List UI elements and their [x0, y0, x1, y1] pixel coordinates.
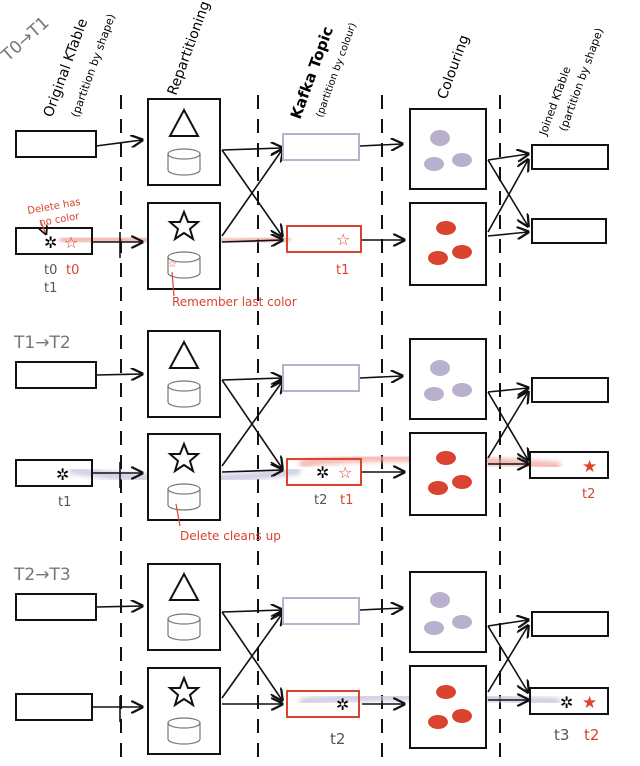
colouring-box-purple [409, 571, 487, 653]
star-delete-icon: ✲ [56, 465, 69, 484]
purple-blob [452, 383, 472, 397]
repartition-box-triangle [147, 330, 221, 418]
topic-box-purple [282, 364, 360, 392]
red-blob [436, 685, 456, 699]
purple-blob [424, 157, 444, 171]
annotation-remember-last-color: Remember last color [172, 295, 297, 309]
star-delete-icon: ✲ [560, 693, 573, 712]
stage-separators [120, 95, 501, 762]
repartition-box-triangle [147, 98, 221, 186]
colouring-box-red [409, 202, 487, 286]
phase-label-3: T2→T3 [13, 565, 71, 585]
output-box-top [531, 377, 609, 403]
phase-label-1: T0→T1 [0, 13, 53, 66]
timestamp: t2 [584, 726, 599, 744]
star-red-filled-icon: ★ [582, 457, 597, 477]
star-red-outline-icon: ☆ [336, 230, 350, 249]
red-blob [452, 475, 472, 489]
output-box-bottom [531, 218, 607, 244]
input-box-top [15, 130, 97, 158]
purple-blob [430, 130, 450, 146]
topic-box-purple [282, 597, 360, 625]
colouring-box-red [409, 665, 487, 749]
input-box-top [15, 361, 97, 389]
timestamp: t1 [336, 263, 349, 278]
header-repartitioning: Repartitioning [165, 0, 214, 97]
header-colouring: Colouring [435, 33, 473, 102]
repartition-box-star [147, 202, 221, 290]
topic-box-red [286, 225, 362, 253]
red-blob [436, 221, 456, 235]
output-box-top [531, 144, 609, 170]
repartition-box-star [147, 667, 221, 755]
output-box-top [531, 611, 609, 637]
red-blob [452, 245, 472, 259]
purple-blob [424, 621, 444, 635]
purple-blob [430, 592, 450, 608]
star-delete-icon: ✲ [336, 695, 349, 714]
timestamp: t2 [314, 493, 327, 508]
repartition-box-triangle [147, 563, 221, 651]
star-red-outline-icon: ☆ [168, 259, 177, 270]
timestamp: t2 [330, 730, 345, 748]
colouring-box-red [409, 432, 487, 516]
colouring-box-purple [409, 108, 487, 190]
red-blob [428, 251, 448, 265]
purple-blob [452, 153, 472, 167]
colouring-box-purple [409, 338, 487, 420]
timestamp: t0 [66, 263, 79, 278]
input-box-top [15, 593, 97, 621]
red-blob [428, 481, 448, 495]
repartition-box-star [147, 433, 221, 521]
timestamp: t1 [58, 495, 71, 510]
phase-2: T1→T2 ✲ t1 Delete cleans up ✲ ☆ t2 t1 [13, 330, 609, 543]
purple-blob [430, 360, 450, 376]
phase-1: ✲ ☆ t0 t1 t0 Delete has no color ☆ Remem… [15, 98, 609, 309]
timestamp: t2 [582, 487, 595, 502]
phase-label-2: T1→T2 [13, 333, 71, 353]
red-blob [436, 451, 456, 465]
star-red-outline-icon: ☆ [338, 463, 352, 482]
star-red-outline-icon: ☆ [64, 233, 78, 252]
phase-3: T2→T3 ✲ t2 [13, 563, 609, 755]
timestamp: t1 [44, 281, 57, 296]
input-box-bottom [15, 227, 93, 255]
topic-box-red [286, 458, 362, 486]
purple-blob [452, 615, 472, 629]
star-delete-icon: ✲ [316, 463, 329, 482]
annotation-delete-cleans-up: Delete cleans up [180, 529, 281, 543]
red-blob [428, 715, 448, 729]
topic-box-red [286, 690, 360, 718]
output-box-bottom [529, 451, 609, 479]
star-delete-icon: ✲ [44, 233, 57, 252]
timestamp: t1 [340, 493, 353, 508]
star-red-filled-icon: ★ [582, 693, 597, 713]
output-box-bottom [529, 687, 609, 715]
input-box-bottom [15, 693, 93, 721]
topic-box-purple [282, 133, 360, 161]
timestamp: t0 [44, 263, 57, 278]
red-blob [452, 709, 472, 723]
timestamp: t3 [554, 726, 569, 744]
purple-blob [424, 387, 444, 401]
